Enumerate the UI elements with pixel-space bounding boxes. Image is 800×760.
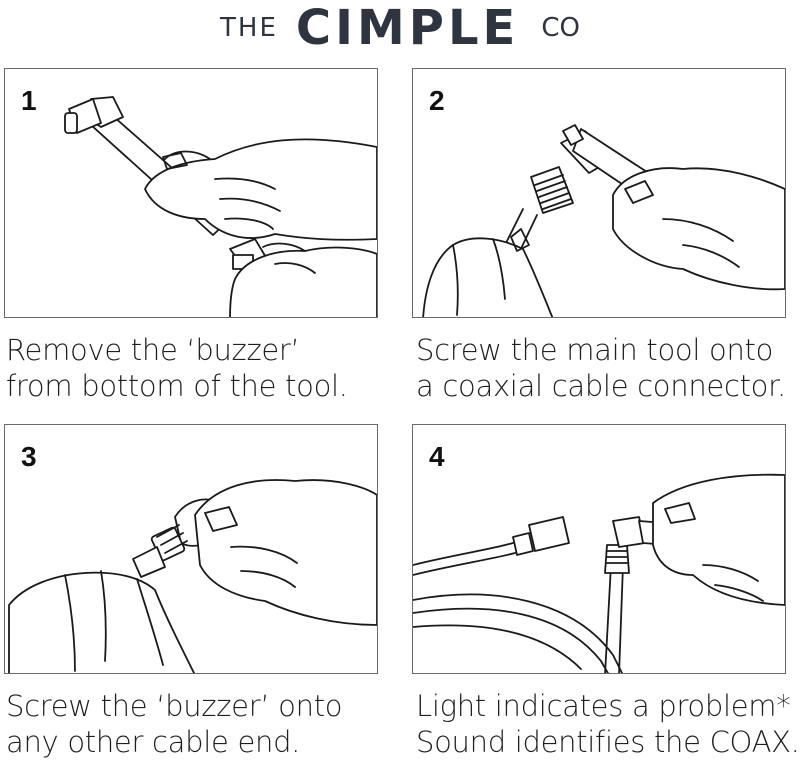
caption-line: Screw the main tool onto — [416, 333, 774, 367]
step-number: 2 — [429, 85, 445, 116]
step-2-caption: Screw the main tool onto a coaxial cable… — [416, 332, 786, 404]
step-1-caption: Remove the ‘buzzer’ from bottom of the t… — [6, 332, 348, 404]
caption-line: Sound identifies the COAX. — [416, 725, 800, 759]
step-1-panel: 1 — [4, 68, 378, 318]
step-4-caption: Light indicates a problem* Sound identif… — [416, 688, 800, 760]
step-number: 4 — [429, 441, 445, 472]
step-2-panel: 2 — [412, 68, 786, 318]
brand-logo: THE CIMPLE CO — [0, 0, 800, 56]
step-4-illustration — [413, 473, 785, 673]
step-4-panel: 4 — [412, 424, 786, 674]
step-number: 3 — [21, 441, 37, 472]
brand-suffix: CO — [541, 13, 580, 43]
caption-line: a coaxial cable connector. — [416, 369, 786, 403]
caption-line: Screw the ‘buzzer’ onto — [6, 689, 343, 723]
step-3-caption: Screw the ‘buzzer’ onto any other cable … — [6, 688, 343, 760]
step-number: 1 — [21, 85, 37, 116]
caption-line: Remove the ‘buzzer’ — [6, 333, 300, 367]
step-3-illustration — [8, 479, 377, 673]
brand-name: CIMPLE — [295, 0, 520, 56]
caption-line: Light indicates a problem* — [416, 689, 791, 723]
step-3-panel: 3 — [4, 424, 378, 674]
caption-line: any other cable end. — [6, 725, 301, 759]
step-2-illustration — [422, 124, 785, 317]
brand-prefix: THE — [220, 13, 278, 43]
step-1-illustration — [64, 96, 377, 317]
caption-line: from bottom of the tool. — [6, 369, 348, 403]
